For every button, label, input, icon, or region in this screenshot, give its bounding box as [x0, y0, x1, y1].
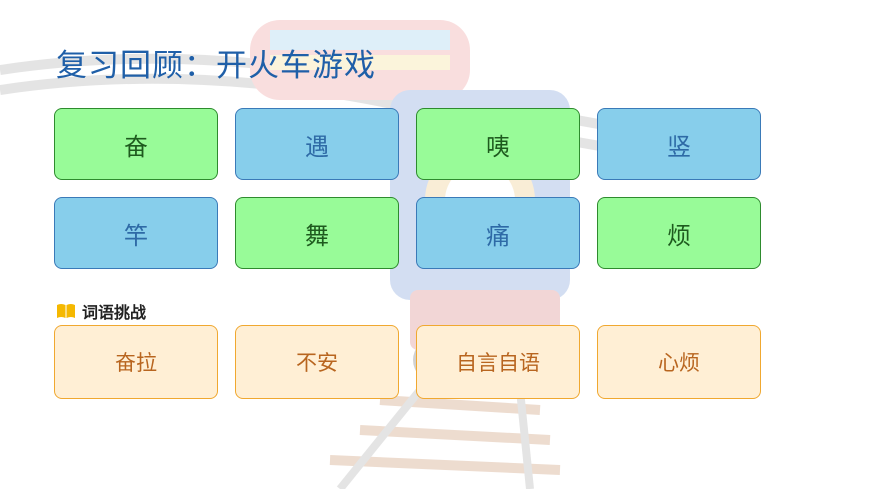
word-card[interactable]: 自言自语: [416, 325, 580, 399]
word-card[interactable]: 心烦: [597, 325, 761, 399]
section-label: 词语挑战: [82, 303, 147, 322]
word-grid: 奋拉 不安 自言自语 心烦: [54, 325, 761, 399]
character-card[interactable]: 竿: [54, 197, 218, 269]
character-grid: 奋 遇 咦 竖 竿 舞 痛 烦: [54, 108, 761, 269]
page-title: 复习回顾：开火车游戏: [56, 48, 376, 84]
character-card[interactable]: 痛: [416, 197, 580, 269]
word-card[interactable]: 奋拉: [54, 325, 218, 399]
section-header: 词语挑战: [56, 299, 146, 323]
character-card[interactable]: 舞: [235, 197, 399, 269]
character-card[interactable]: 遇: [235, 108, 399, 180]
character-card[interactable]: 烦: [597, 197, 761, 269]
book-icon: [57, 304, 75, 318]
word-card[interactable]: 不安: [235, 325, 399, 399]
character-card[interactable]: 竖: [597, 108, 761, 180]
character-card[interactable]: 咦: [416, 108, 580, 180]
character-card[interactable]: 奋: [54, 108, 218, 180]
